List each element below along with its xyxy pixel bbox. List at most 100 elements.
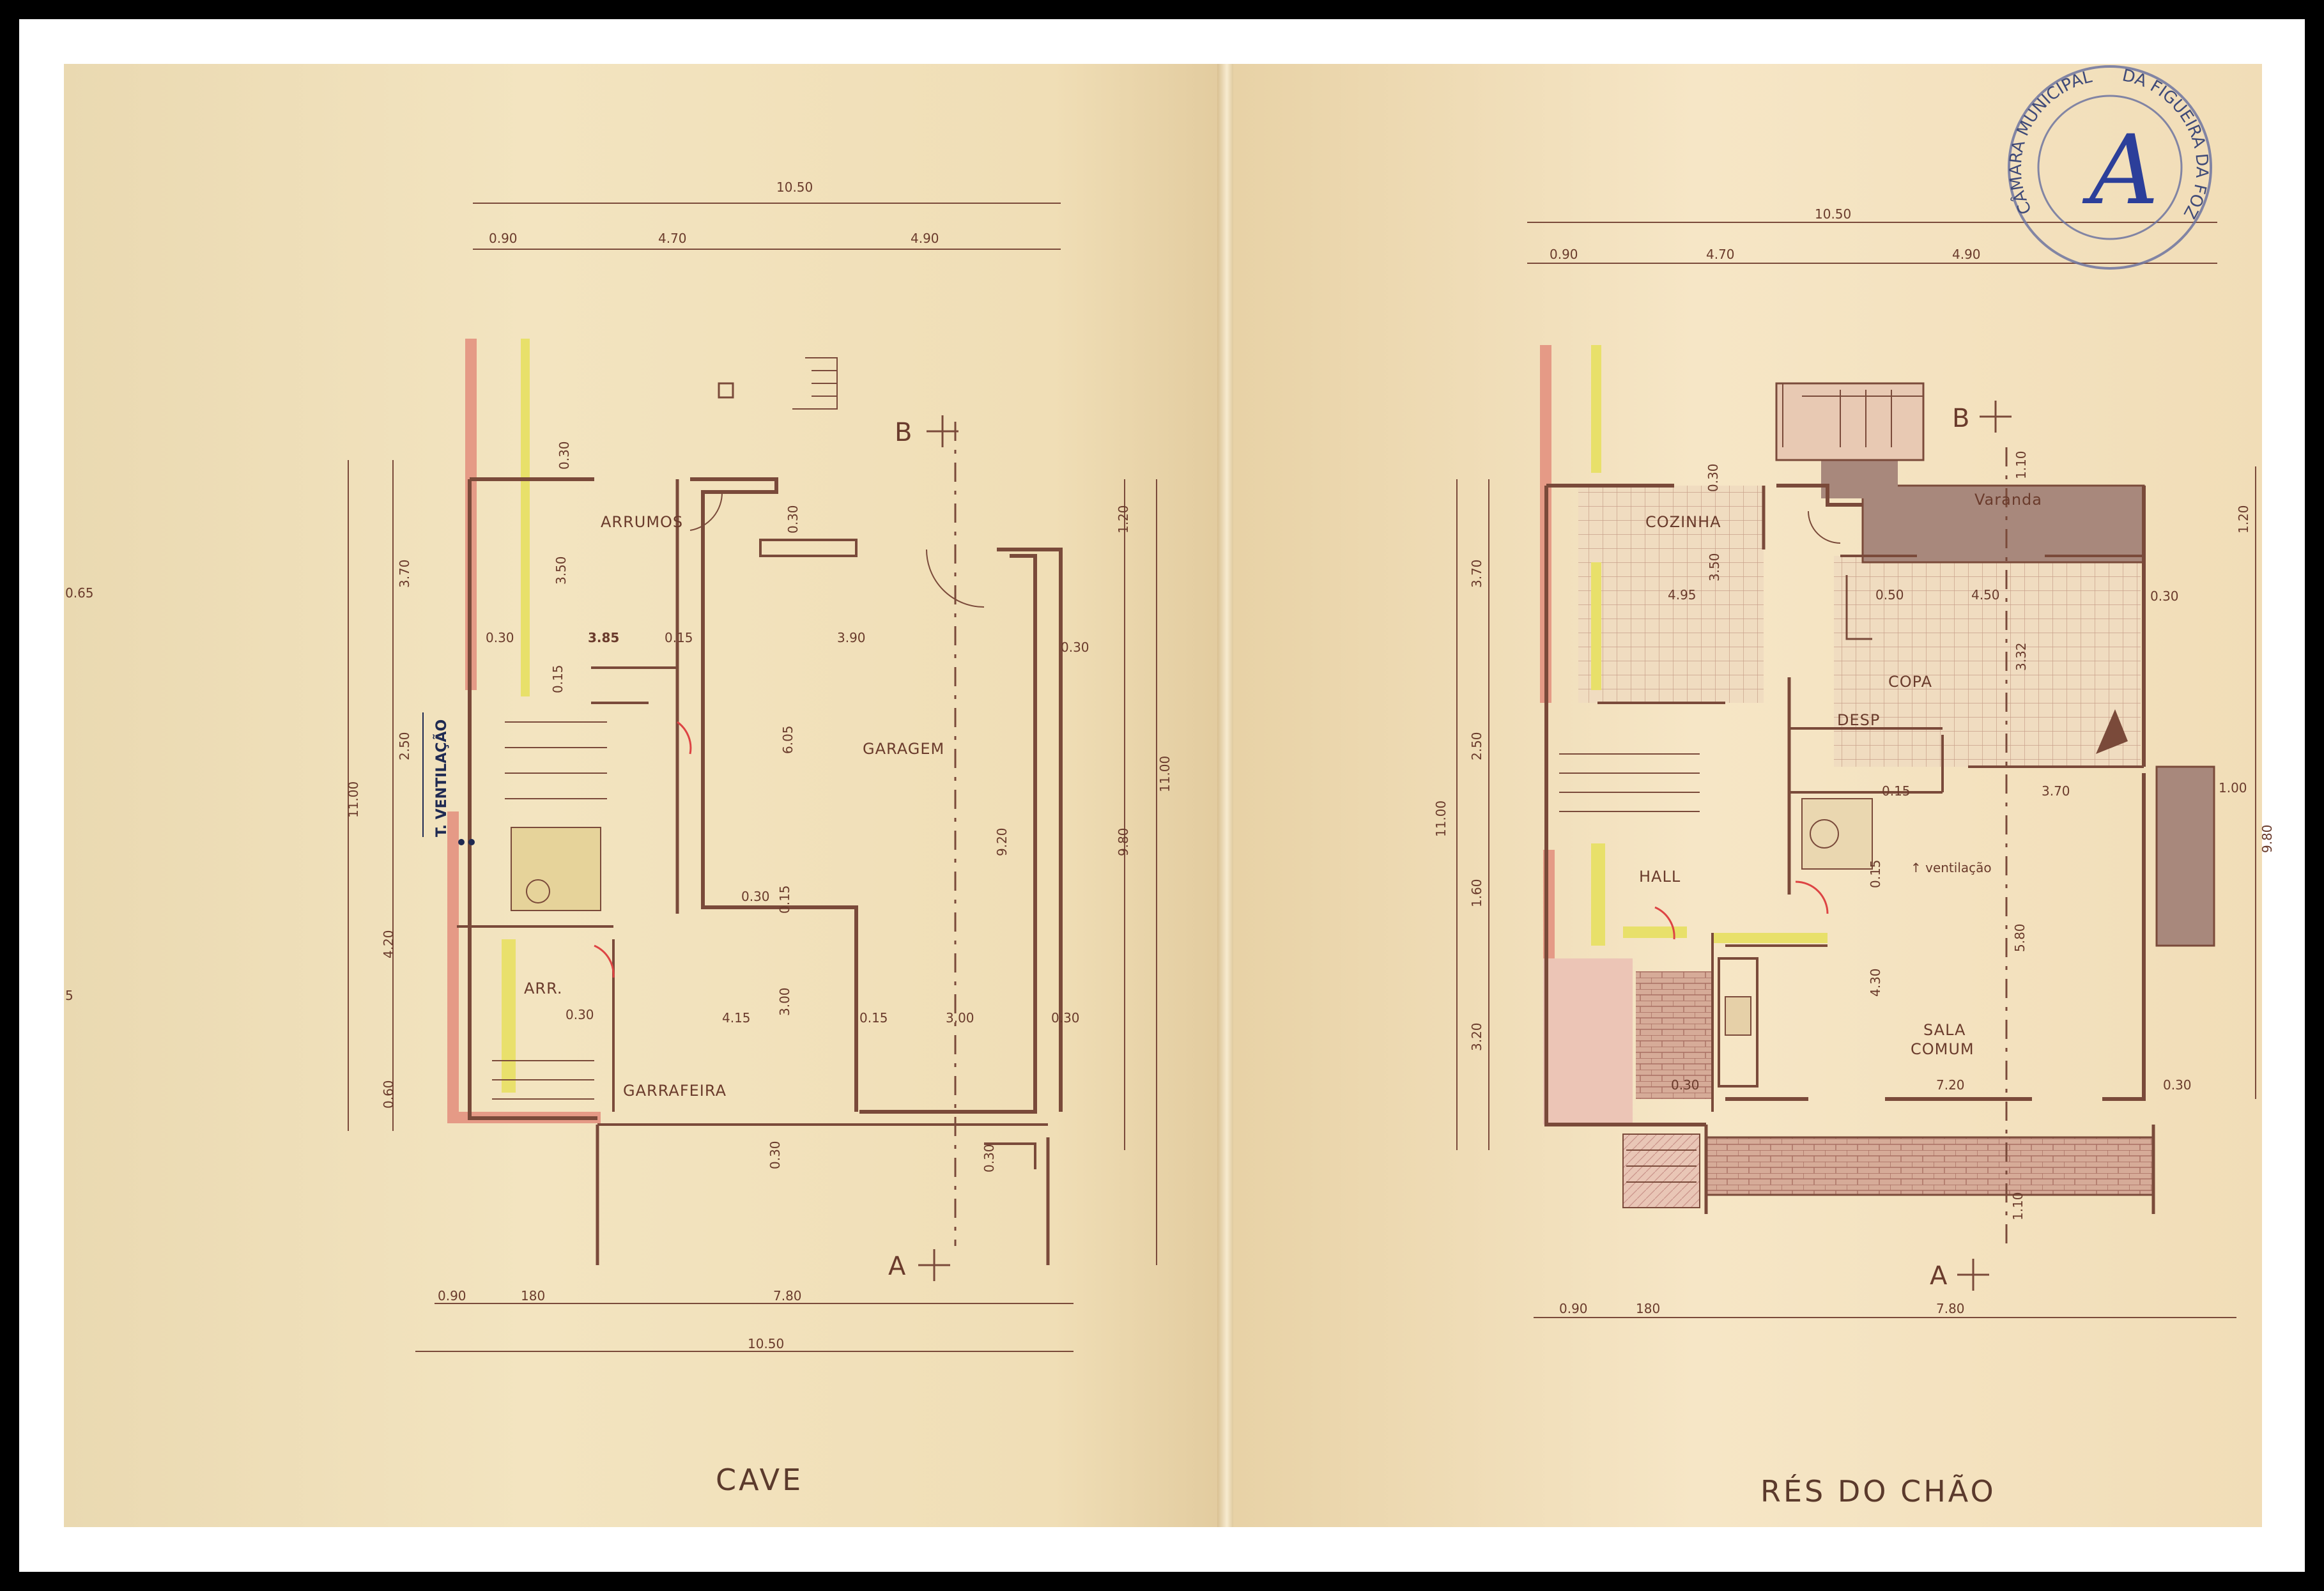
rdc-dim-top-total: 10.50 [1815,206,1851,222]
cave-dim-inner-6: 3.90 [837,630,866,645]
rdc-dim-inner-4: 4.95 [1668,587,1697,603]
rdc-dim-left-b: 2.50 [1469,732,1484,760]
plan-sheet-left [64,64,1227,1527]
cave-dim-inner-18: 3.00 [946,1010,974,1026]
rdc-dim-left-d: 3.20 [1469,1022,1484,1051]
rdc-dim-top-a: 0.90 [1550,247,1578,262]
rdc-dim-inner-2: 1.10 [2013,450,2029,479]
plan-sheet-right [1233,64,2262,1527]
rdc-dim-inner-3: 3.50 [1707,553,1722,581]
cave-dim-inner-9: 0.30 [1061,640,1089,655]
rdc-dim-inner-6: 4.50 [1971,587,2000,603]
stamp-signature: A [2082,115,2159,226]
cave-plan [348,203,1157,1352]
room-sala: SALA [1923,1021,1966,1039]
cave-dim-bottom-total: 10.50 [748,1336,784,1351]
cave-dim-left-total: 11.00 [346,781,361,818]
cave-dim-right-b: 9.80 [1116,827,1131,856]
rdc-dim-left-total: 11.00 [1433,801,1449,837]
rdc-dim-inner-10: 3.70 [2042,783,2070,799]
rdc-dim-inner-8: 3.32 [2013,642,2029,671]
room-copa: COPA [1888,673,1932,691]
rdc-dim-inner-7: 0.30 [2150,588,2179,604]
cave-dim-bottom-c: 7.80 [773,1288,802,1303]
cave-dim-left-c: 4.20 [381,930,396,958]
cave-dim-inner-11: 9.20 [994,827,1010,856]
rdc-dim-inner-18: 1.10 [2010,1192,2026,1220]
rdc-dim-inner-13: 5.80 [2012,923,2028,952]
rdc-dim-bottom-b: 180 [1636,1301,1660,1316]
room-hall: HALL [1639,868,1681,886]
rdc-dim-right-b: 9.80 [2259,824,2275,853]
section-marker-a-cave: A [888,1252,906,1281]
cave-dim-inner-4: 3.85 [588,630,619,645]
cave-dim-inner-8: 0.15 [550,665,566,693]
cave-dim-top-b: 4.70 [658,231,687,246]
cave-dim-top-total: 10.50 [776,180,813,195]
cave-dim-inner-12: 0.30 [741,889,770,904]
room-comum: COMUM [1911,1040,1974,1058]
rdc-dim-inner-17: 1.00 [2219,780,2247,796]
cave-dim-inner-7: 0.30 [486,630,514,645]
room-arr: ARR. [524,980,563,997]
room-garrafeira: GARRAFEIRA [623,1082,727,1100]
cave-dim-inner-14: 0.30 [566,1007,594,1022]
rdc-dim-bottom-a: 0.90 [1559,1301,1588,1316]
rdc-dim-inner-14: 7.20 [1936,1077,1965,1093]
cave-dim-inner-15: 4.15 [722,1010,751,1026]
cave-dim-inner-5: 0.15 [665,630,693,645]
title-cave: CAVE [716,1463,803,1497]
cave-dim-inner-10: 6.05 [780,725,796,754]
municipal-stamp: CÂMARA MUNICIPAL DA FIGUEIRA DA FOZ A [2006,65,2212,270]
title-res-do-chao: RÉS DO CHÃO [1760,1474,1996,1509]
ventilation-dot [458,839,465,845]
ventilation-label-cave: T. VENTILAÇÃO [433,719,450,837]
cave-dim-top-c: 4.90 [911,231,939,246]
cave-dim-inner-19: 0.30 [1051,1010,1080,1026]
rdc-dim-inner-5: 0.50 [1875,587,1904,603]
cave-dim-inner-20: 0.30 [767,1141,783,1169]
cave-dim-inner-17: 0.15 [859,1010,888,1026]
rdc-dim-left-a: 3.70 [1469,559,1484,588]
room-varanda: Varanda [1974,491,2042,509]
cave-dim-bottom-a: 0.90 [438,1288,466,1303]
cave-dim-right-a: 1.20 [1116,505,1131,534]
cave-dim-inner-2: 3.50 [553,556,569,585]
rdc-dim-inner-9: 0.15 [1882,783,1911,799]
rdc-dim-top-b: 4.70 [1706,247,1735,262]
section-crosses-rdc [1957,401,2012,1291]
cave-dim-inner-21: 0.30 [981,1144,997,1172]
section-crosses-cave [918,415,958,1281]
rdc-dim-inner-16: 0.30 [2163,1077,2192,1093]
cave-dim-left-a: 3.70 [397,559,412,588]
res-do-chao-labels: 10.50 0.90 4.70 4.90 0.90 180 7.80 11.00… [1433,206,2275,1509]
section-marker-b-cave: B [895,418,912,447]
cave-dim-inner-3: 0.30 [785,505,801,534]
rdc-dim-inner-12: 4.30 [1868,968,1883,997]
res-do-chao-plan [1456,222,2256,1318]
cave-dim-right-total: 11.00 [1157,756,1173,792]
cave-labels: 10.50 0.90 4.70 4.90 0.90 180 7.80 10.50… [65,180,1173,1497]
stamp-text-left: CÂMARA MUNICIPAL [2006,67,2095,217]
rdc-dim-inner-11: 0.15 [1868,859,1883,888]
room-garagem: GARAGEM [863,740,944,758]
cave-dim-inner-1: 0.30 [557,441,572,470]
rdc-dim-top-c: 4.90 [1952,247,1981,262]
rdc-dim-right-a: 1.20 [2236,505,2251,534]
ventilation-label-rdc: ↑ ventilação [1911,860,1992,875]
rdc-dim-left-c: 1.60 [1469,879,1484,907]
room-cozinha: COZINHA [1645,513,1721,531]
rdc-dim-inner-1: 0.30 [1705,463,1721,492]
edge-mark-2: 5 [65,988,73,1003]
cave-dim-inner-13: 0.15 [777,885,792,914]
room-desp: DESP [1837,711,1880,729]
room-arrumos: ARRUMOS [601,513,683,531]
cave-dim-left-b: 2.50 [397,732,412,760]
section-marker-a-rdc: A [1930,1261,1948,1291]
rdc-dim-inner-15: 0.30 [1671,1077,1700,1093]
cave-dim-left-d: 0.60 [381,1080,396,1109]
cave-dim-bottom-b: 180 [521,1288,545,1303]
section-marker-b-rdc: B [1952,404,1969,433]
rdc-dim-bottom-c: 7.80 [1936,1301,1965,1316]
